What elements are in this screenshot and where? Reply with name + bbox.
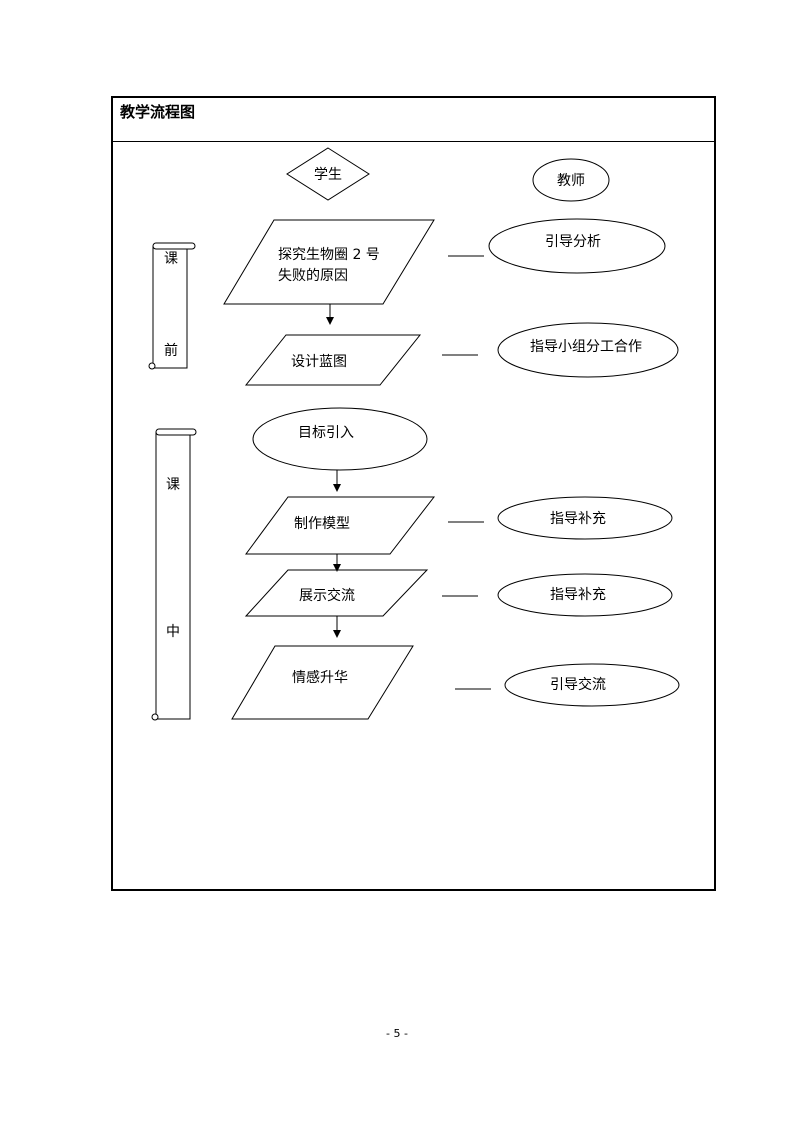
step-design-blueprint: 设计蓝图 [244,334,422,386]
step-goal-intro: 目标引入 [252,407,428,471]
step-make-model: 制作模型 [245,496,436,555]
phase-during-char-1: 课 [166,477,180,493]
phase-before-char-1: 课 [164,251,178,267]
scroll-during-class: 课 中 [151,428,197,721]
teacher3-label: 指导补充 [550,511,606,527]
step2-label: 设计蓝图 [291,354,347,370]
teacher-node: 教师 [532,158,610,202]
phase-before-char-2: 前 [164,342,178,359]
teacher-guide-teamwork: 指导小组分工合作 [497,322,679,378]
teacher-guide-exchange: 引导交流 [504,663,680,707]
step3-label: 目标引入 [298,425,354,441]
teacher-label: 教师 [557,173,585,189]
teacher2-label: 指导小组分工合作 [530,339,642,355]
step1-line1: 探究生物圈 2 号 [278,247,380,263]
teacher5-label: 引导交流 [550,676,606,693]
teacher-guide-supplement-1: 指导补充 [497,496,673,540]
teacher4-label: 指导补充 [550,587,606,603]
flowchart-frame: 教学流程图 [111,96,716,891]
page-title: 教学流程图 [120,103,196,121]
step4-label: 制作模型 [294,516,350,532]
teacher-guide-supplement-2: 指导补充 [497,573,673,617]
teacher-guide-analysis: 引导分析 [488,218,666,274]
step1-line2: 失败的原因 [278,268,348,284]
step-emotional-sublimation: 情感升华 [231,645,414,720]
scroll-before-class: 课 前 [148,242,196,370]
step5-label: 展示交流 [299,587,355,604]
student-label: 学生 [314,167,342,183]
teacher1-label: 引导分析 [545,234,601,250]
title-row: 教学流程图 [112,97,715,142]
page-number: - 5 - [386,1027,408,1040]
step6-label: 情感升华 [292,669,348,686]
student-node: 学生 [286,147,370,201]
step-explore-biosphere: 探究生物圈 2 号 失败的原因 [223,219,435,305]
step-present-exchange: 展示交流 [244,569,429,617]
phase-during-char-2: 中 [166,624,180,640]
